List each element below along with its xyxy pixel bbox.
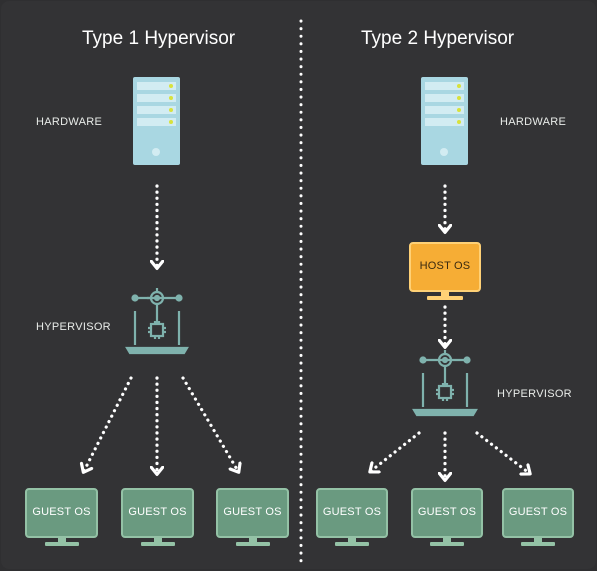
dotted-arrow-icon xyxy=(84,376,133,471)
monitor-icon xyxy=(316,488,388,546)
type2-hardware-label: HARDWARE xyxy=(500,116,567,128)
type1-hypervisor-label: HYPERVISOR xyxy=(36,321,111,333)
hypervisor-laptop-icon xyxy=(412,350,478,417)
guest-os-label: GUEST OS xyxy=(322,506,382,518)
server-icon xyxy=(421,77,468,165)
monitor-icon xyxy=(502,488,574,546)
monitor-icon xyxy=(216,488,289,546)
monitor-icon xyxy=(411,488,483,546)
dotted-arrow-icon xyxy=(371,431,421,471)
guest-os-label: GUEST OS xyxy=(223,506,282,518)
guest-os-label: GUEST OS xyxy=(417,506,477,518)
hypervisor-laptop-icon xyxy=(125,288,189,355)
guest-os-label: GUEST OS xyxy=(128,506,187,518)
monitor-icon xyxy=(121,488,194,546)
monitor-icon xyxy=(409,242,481,300)
dotted-arrow-icon xyxy=(181,376,238,471)
dotted-arrow-icon xyxy=(475,431,529,473)
type2-title: Type 2 Hypervisor xyxy=(361,28,515,49)
type1-title: Type 1 Hypervisor xyxy=(82,28,236,49)
guest-os-label: GUEST OS xyxy=(508,506,568,518)
guest-os-label: GUEST OS xyxy=(32,506,91,518)
type1-hardware-label: HARDWARE xyxy=(36,116,103,128)
server-icon xyxy=(133,77,180,165)
monitor-icon xyxy=(25,488,98,546)
host-os-label: HOST OS xyxy=(419,260,471,272)
type2-hypervisor-label: HYPERVISOR xyxy=(497,388,572,400)
